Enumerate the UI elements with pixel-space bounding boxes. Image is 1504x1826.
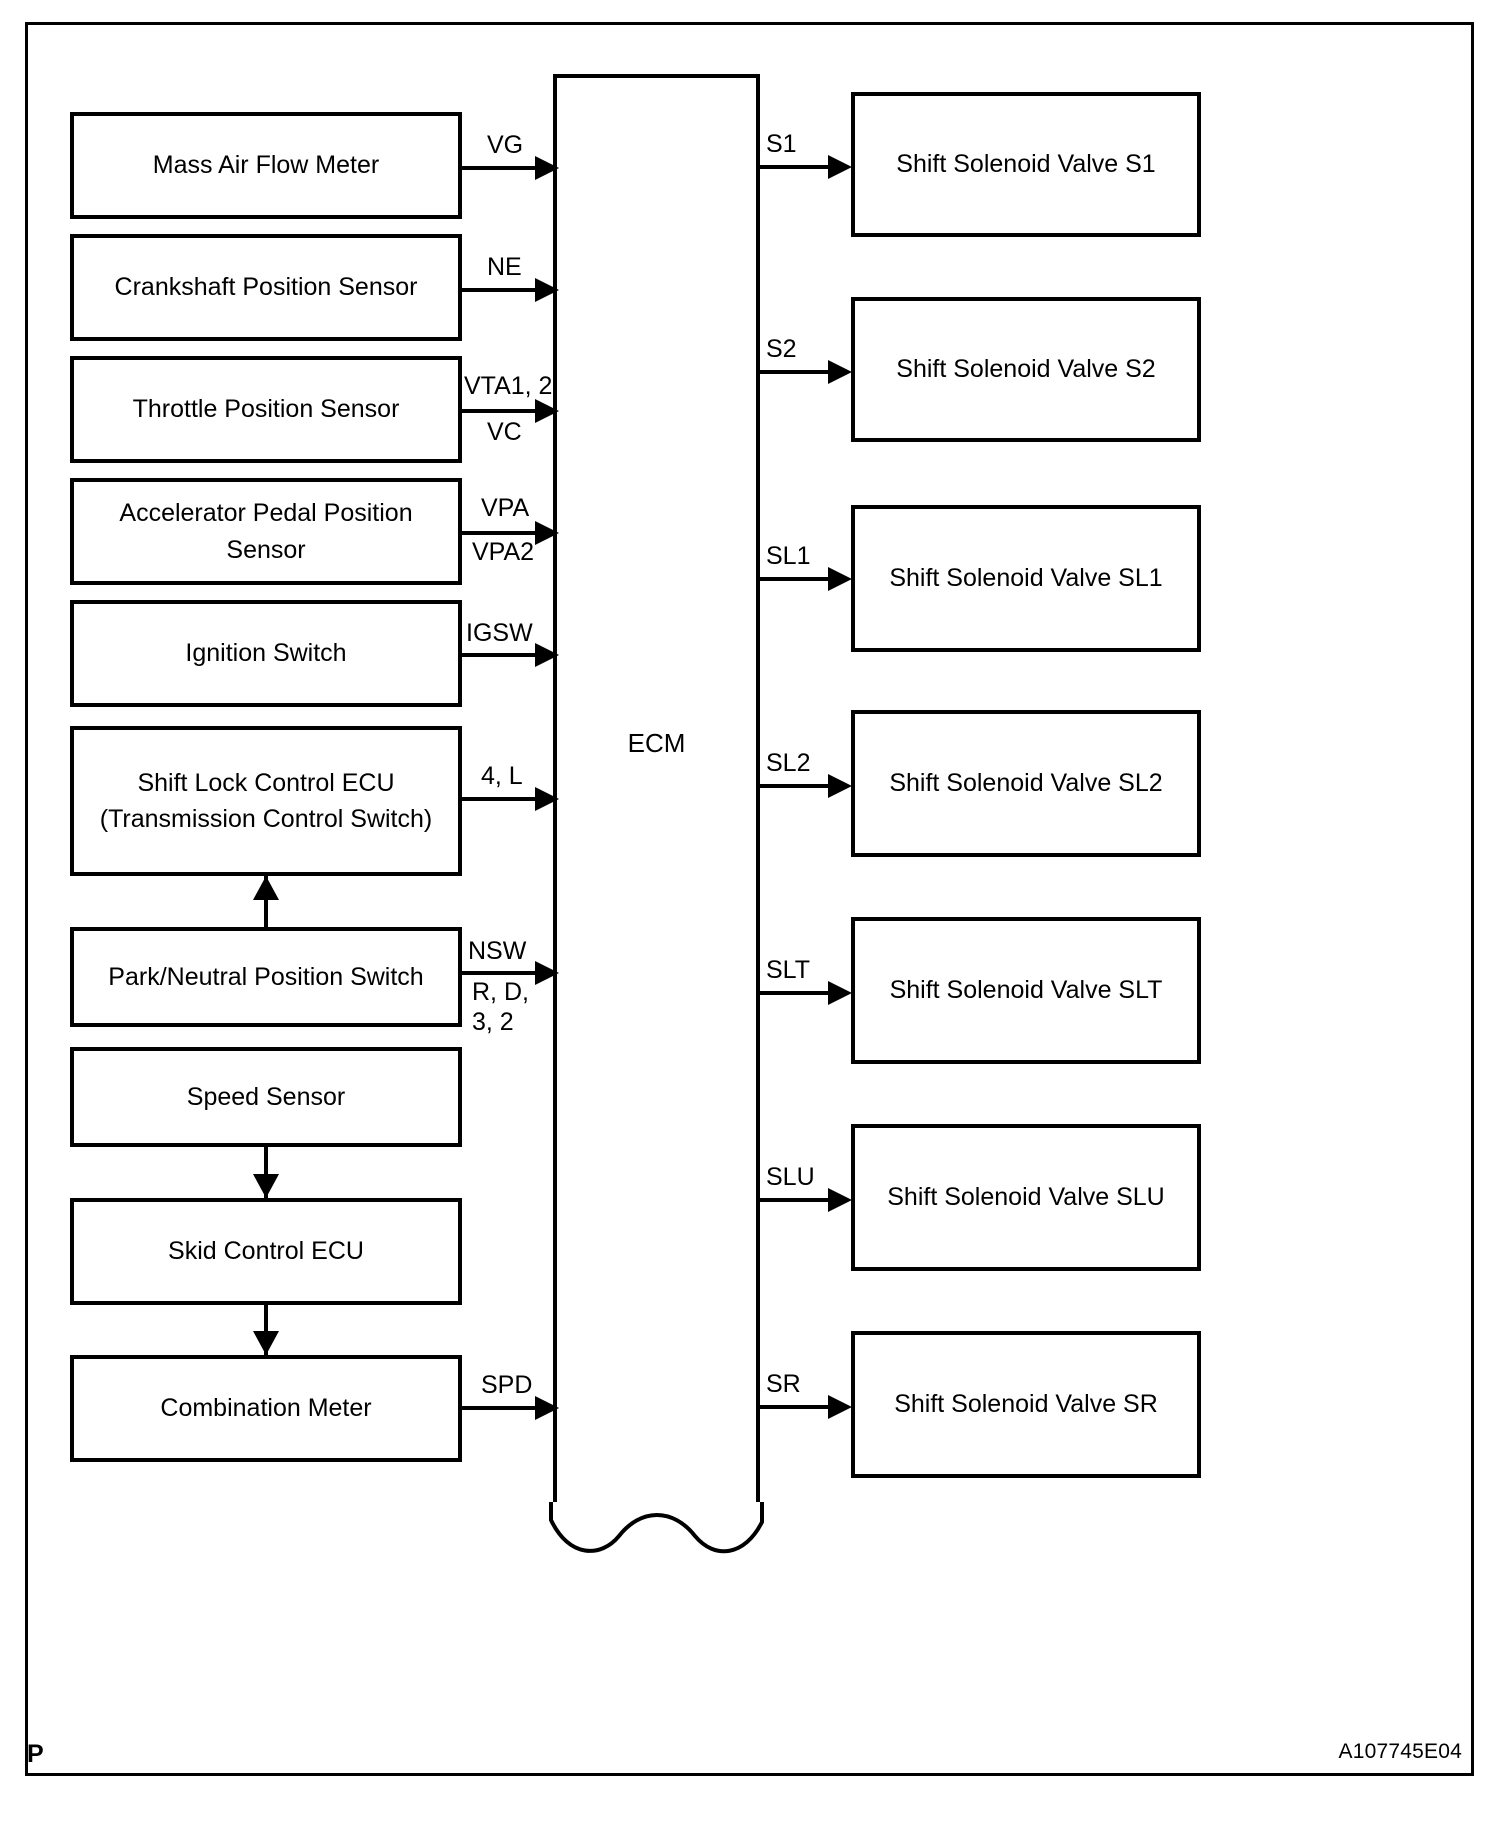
signal-label-igsw: IGSW xyxy=(466,619,533,647)
output-label: Shift Solenoid Valve SLT xyxy=(889,976,1163,1005)
output-box-shift-solenoid-valve-s1: Shift Solenoid Valve S1 xyxy=(851,92,1201,237)
output-box-shift-solenoid-valve-sl1: Shift Solenoid Valve SL1 xyxy=(851,505,1201,652)
signal-label-spd: SPD xyxy=(481,1371,533,1399)
signal-label-vpa2: VPA2 xyxy=(472,538,535,566)
input-label: Skid Control ECU xyxy=(168,1237,364,1266)
output-label: Shift Solenoid Valve SR xyxy=(894,1390,1158,1419)
output-label: Shift Solenoid Valve S1 xyxy=(896,150,1156,179)
signal-label-s2: S2 xyxy=(766,335,797,363)
input-label: Ignition Switch xyxy=(185,639,347,668)
output-box-shift-solenoid-valve-s2: Shift Solenoid Valve S2 xyxy=(851,297,1201,442)
input-label: Park/Neutral Position Switch xyxy=(108,962,424,991)
signal-label-sl1: SL1 xyxy=(766,542,811,570)
output-label: Shift Solenoid Valve S2 xyxy=(896,355,1156,384)
output-box-shift-solenoid-valve-slu: Shift Solenoid Valve SLU xyxy=(851,1124,1201,1271)
figure-code: A107745E04 xyxy=(1338,1740,1462,1763)
page-corner-mark: P xyxy=(27,1740,44,1768)
signal-label-nsw: NSW xyxy=(468,937,527,965)
signal-label-r-d-3-2: R, D, 3, 2 xyxy=(472,978,529,1036)
output-label: Shift Solenoid Valve SL2 xyxy=(889,769,1163,798)
input-box-combination-meter: Combination Meter xyxy=(70,1355,462,1462)
output-box-shift-solenoid-valve-sr: Shift Solenoid Valve SR xyxy=(851,1331,1201,1478)
input-label: Shift Lock Control ECU (Transmission Con… xyxy=(99,768,433,833)
output-label: Shift Solenoid Valve SL1 xyxy=(889,564,1163,593)
signal-label-vta1-2: VTA1, 2 xyxy=(464,372,553,400)
ecm-box xyxy=(553,74,760,1512)
signal-label-4-l: 4, L xyxy=(481,762,523,790)
input-box-skid-control-ecu: Skid Control ECU xyxy=(70,1198,462,1305)
signal-label-slu: SLU xyxy=(766,1163,815,1191)
input-box-ignition-switch: Ignition Switch xyxy=(70,600,462,707)
input-box-park-neutral-position-switch: Park/Neutral Position Switch xyxy=(70,927,462,1027)
signal-label-slt: SLT xyxy=(766,956,810,984)
input-label: Mass Air Flow Meter xyxy=(152,151,380,180)
signal-label-s1: S1 xyxy=(766,130,797,158)
diagram-border xyxy=(25,22,1474,1776)
ecm-break-wave xyxy=(549,1502,764,1554)
ecm-label: ECM xyxy=(627,728,686,758)
input-box-speed-sensor: Speed Sensor xyxy=(70,1047,462,1147)
signal-label-vg: VG xyxy=(487,131,524,159)
output-box-shift-solenoid-valve-slt: Shift Solenoid Valve SLT xyxy=(851,917,1201,1064)
input-label: Throttle Position Sensor xyxy=(132,395,400,424)
signal-label-sl2: SL2 xyxy=(766,749,811,777)
input-box-shift-lock-control-ecu: Shift Lock Control ECU (Transmission Con… xyxy=(70,726,462,876)
input-label: Combination Meter xyxy=(160,1394,372,1423)
output-box-shift-solenoid-valve-sl2: Shift Solenoid Valve SL2 xyxy=(851,710,1201,857)
input-label: Speed Sensor xyxy=(186,1082,346,1111)
signal-label-vc: VC xyxy=(487,418,522,446)
signal-label-vpa: VPA xyxy=(481,494,530,522)
signal-label-ne: NE xyxy=(487,253,522,281)
signal-label-sr: SR xyxy=(766,1370,801,1398)
output-label: Shift Solenoid Valve SLU xyxy=(887,1183,1165,1212)
input-label: Crankshaft Position Sensor xyxy=(114,273,418,302)
input-box-crankshaft-position-sensor: Crankshaft Position Sensor xyxy=(70,234,462,341)
input-label: Accelerator Pedal Position Sensor xyxy=(119,499,413,564)
input-box-accelerator-pedal-position-sensor: Accelerator Pedal Position Sensor xyxy=(70,478,462,585)
input-box-throttle-position-sensor: Throttle Position Sensor xyxy=(70,356,462,463)
input-box-mass-air-flow-meter: Mass Air Flow Meter xyxy=(70,112,462,219)
